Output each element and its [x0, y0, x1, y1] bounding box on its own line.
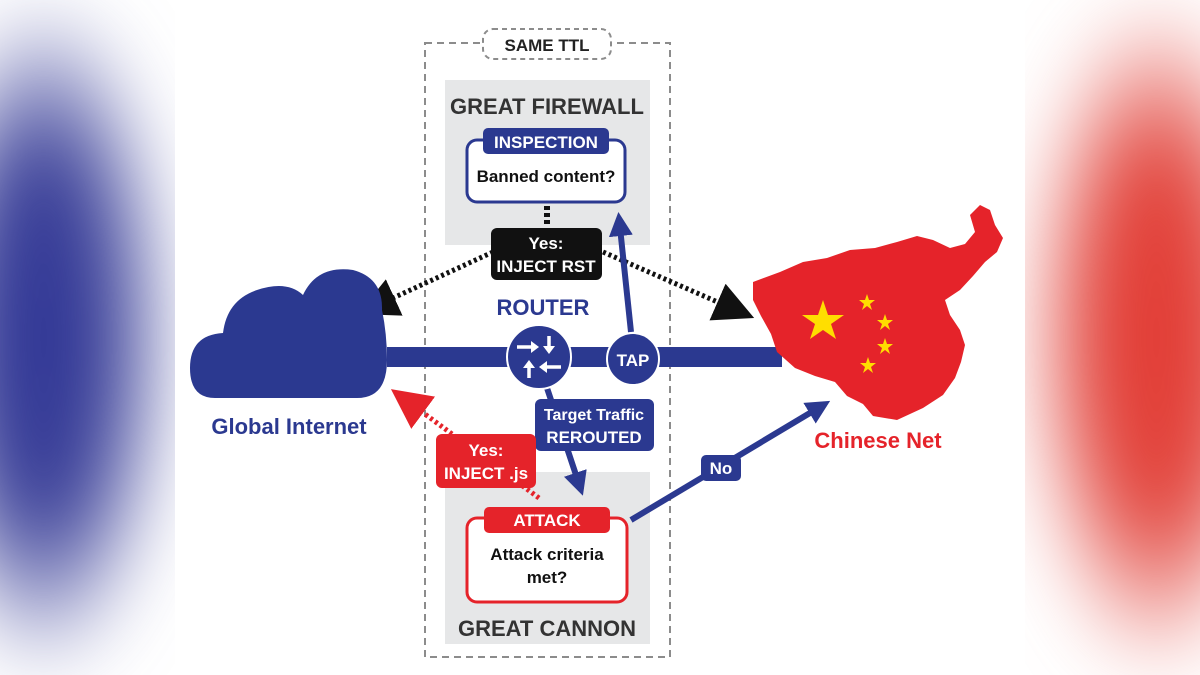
target-traffic-box [535, 399, 654, 451]
router-label: ROUTER [497, 295, 590, 320]
tap-node [606, 332, 660, 386]
router-icon [506, 324, 572, 390]
same-ttl-badge [482, 28, 612, 60]
inject-js-box [436, 434, 536, 488]
chinese-net-label: Chinese Net [814, 428, 942, 453]
target-traffic-line1: Target Traffic [544, 407, 644, 424]
inject-rst-arrow-left [357, 249, 495, 316]
network-diagram: SAME TTL GREAT FIREWALL INSPECTION Banne… [190, 28, 1003, 658]
banned-content-question: Banned content? [477, 167, 616, 186]
inspection-tag-label: INSPECTION [494, 133, 598, 152]
same-ttl-label: SAME TTL [505, 36, 590, 55]
attack-question-line1: Attack criteria [490, 545, 604, 564]
background-blur-left [0, 0, 170, 675]
attack-question-line2: met? [527, 568, 568, 587]
china-map-icon [753, 205, 1003, 420]
global-internet-label: Global Internet [211, 414, 367, 439]
inject-js-line1: Yes: [469, 441, 504, 460]
cloud-icon [190, 269, 387, 398]
no-label: No [710, 459, 733, 478]
great-firewall-title: GREAT FIREWALL [450, 94, 644, 119]
inject-rst-line2: INJECT RST [496, 257, 596, 276]
inject-rst-box [491, 228, 602, 280]
diagram-stage: SAME TTL GREAT FIREWALL INSPECTION Banne… [175, 0, 1025, 675]
tap-label: TAP [617, 351, 650, 370]
attack-tag [484, 507, 610, 533]
tap-to-inspection-arrow [608, 212, 634, 333]
background-blur-right [1030, 0, 1200, 675]
great-cannon-title: GREAT CANNON [458, 616, 636, 641]
inject-rst-line1: Yes: [529, 234, 564, 253]
no-label-box [701, 455, 741, 481]
inject-js-line2: INJECT .js [444, 464, 528, 483]
inspection-tag [483, 128, 609, 154]
attack-tag-label: ATTACK [513, 511, 581, 530]
main-connection-bar [387, 347, 782, 367]
target-traffic-line2: REROUTED [546, 428, 641, 447]
